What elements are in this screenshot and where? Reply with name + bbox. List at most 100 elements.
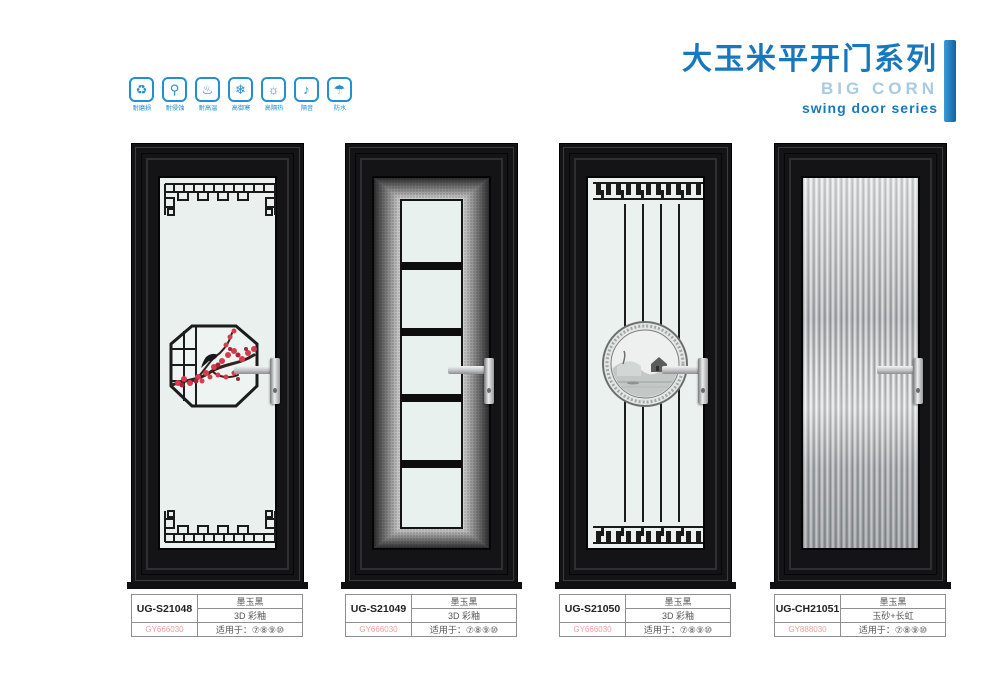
- plum-blossom-octagon-art: [169, 324, 259, 408]
- spec-table-ug-s21050: UG-S21050 墨玉黑 3D 彩釉 GY666030 适用于：⑦⑧⑨⑩: [559, 594, 731, 637]
- feature-label: 耐高温: [198, 104, 217, 112]
- door-handle: [660, 358, 708, 404]
- door1-glass-panel: [158, 176, 277, 550]
- color-name: 墨玉黑: [197, 594, 303, 609]
- color-code: GY666030: [559, 622, 626, 637]
- feature-label: 高隔热: [264, 104, 283, 112]
- feature-label: 耐磨损: [132, 104, 151, 112]
- handle-plate: [484, 358, 494, 404]
- door-ug-s21050: [555, 143, 736, 589]
- round-landscape-medallion: [602, 321, 688, 407]
- glass-type: 3D 彩釉: [625, 608, 731, 623]
- door2-glass-panel: [372, 176, 491, 550]
- frame-molding: [355, 153, 508, 575]
- handle-lever: [877, 366, 915, 374]
- magnifier-icon: ⚲: [162, 77, 187, 102]
- feature-wear-resistant: ♻ 耐磨损: [129, 77, 154, 115]
- door-ug-ch21051: [770, 143, 951, 589]
- spec-table-ug-s21049: UG-S21049 墨玉黑 3D 彩釉 GY666030 适用于：⑦⑧⑨⑩: [345, 594, 517, 637]
- mesh-border-panes-art: [374, 178, 489, 548]
- door-sill: [770, 582, 951, 589]
- color-code: GY666030: [131, 622, 198, 637]
- frame-molding: [563, 147, 728, 581]
- spec-table-ug-ch21051: UG-CH21051 墨玉黑 玉砂+长虹 GY888030 适用于：⑦⑧⑨⑩: [774, 594, 946, 637]
- series-title-en: BIG CORN: [821, 78, 938, 98]
- color-name: 墨玉黑: [840, 594, 946, 609]
- flame-icon: ♨: [195, 77, 220, 102]
- snowflake-icon: ❄: [228, 77, 253, 102]
- bird-silhouette: [201, 353, 218, 368]
- brand-accent-bar: [944, 40, 956, 122]
- frame-molding: [778, 147, 943, 581]
- door-ug-s21048: [127, 143, 308, 589]
- door-handle: [446, 358, 494, 404]
- sound-icon: ♪: [294, 77, 319, 102]
- frame-molding: [574, 158, 717, 570]
- model-number: UG-S21049: [345, 594, 412, 623]
- door-sill: [555, 582, 736, 589]
- feature-soundproof: ♪ 隔音: [294, 77, 319, 115]
- applicable-series: 适用于：⑦⑧⑨⑩: [411, 622, 517, 637]
- frame-molding: [569, 153, 722, 575]
- frame-molding: [789, 158, 932, 570]
- feature-corrosion-resistant: ⚲ 耐侵蚀: [162, 77, 187, 115]
- applicable-series: 适用于：⑦⑧⑨⑩: [197, 622, 303, 637]
- feature-waterproof: ☂ 防水: [327, 77, 352, 115]
- keyhole: [273, 388, 277, 393]
- recycle-icon: ♻: [129, 77, 154, 102]
- color-code: GY888030: [774, 622, 841, 637]
- glass-reflection: [803, 178, 918, 548]
- handle-lever: [662, 366, 700, 374]
- door-handle: [232, 358, 280, 404]
- glass-type: 3D 彩釉: [411, 608, 517, 623]
- color-code: GY666030: [345, 622, 412, 637]
- glass-type: 玉砂+长虹: [840, 608, 946, 623]
- model-number: UG-S21048: [131, 594, 198, 623]
- frame-molding: [349, 147, 514, 581]
- door-sill: [341, 582, 522, 589]
- frame-molding: [360, 158, 503, 570]
- frame-molding: [784, 153, 937, 575]
- umbrella-icon: ☂: [327, 77, 352, 102]
- feature-label: 高御寒: [231, 104, 250, 112]
- handle-plate: [913, 358, 923, 404]
- door3-glass-panel: [586, 176, 705, 550]
- handle-plate: [698, 358, 708, 404]
- model-number: UG-CH21051: [774, 594, 841, 623]
- handle-plate: [270, 358, 280, 404]
- feature-cold-proof: ❄ 高御寒: [228, 77, 253, 115]
- handle-lever: [448, 366, 486, 374]
- feature-high-temp: ♨ 耐高温: [195, 77, 220, 115]
- frame-molding: [141, 153, 294, 575]
- frame-molding: [135, 147, 300, 581]
- keyhole: [916, 388, 920, 393]
- door4-fluted-glass-panel: [801, 176, 920, 550]
- brand-block: 大玉米平开门系列 BIG CORN swing door series: [682, 44, 938, 116]
- feature-heat-insulation: ☼ 高隔热: [261, 77, 286, 115]
- lattice-ornament-top: [164, 183, 276, 216]
- door-ug-s21049: [341, 143, 522, 589]
- applicable-series: 适用于：⑦⑧⑨⑩: [840, 622, 946, 637]
- feature-icon-row: ♻ 耐磨损 ⚲ 耐侵蚀 ♨ 耐高温 ❄ 高御寒 ☼ 高隔热 ♪ 隔音 ☂ 防水: [129, 77, 352, 115]
- lattice-band-bottom: [593, 526, 703, 544]
- feature-label: 防水: [333, 104, 346, 112]
- sun-icon: ☼: [261, 77, 286, 102]
- spec-table-ug-s21048: UG-S21048 墨玉黑 3D 彩釉 GY666030 适用于：⑦⑧⑨⑩: [131, 594, 303, 637]
- lattice-ornament-bottom: [164, 510, 276, 543]
- door-handle: [875, 358, 923, 404]
- series-title-cn: 大玉米平开门系列: [682, 43, 938, 76]
- door-sill: [127, 582, 308, 589]
- keyhole: [701, 388, 705, 393]
- series-subtitle-en: swing door series: [801, 99, 938, 116]
- handle-lever: [234, 366, 272, 374]
- feature-label: 隔音: [300, 104, 313, 112]
- keyhole: [487, 388, 491, 393]
- color-name: 墨玉黑: [625, 594, 731, 609]
- applicable-series: 适用于：⑦⑧⑨⑩: [625, 622, 731, 637]
- model-number: UG-S21050: [559, 594, 626, 623]
- feature-label: 耐侵蚀: [165, 104, 184, 112]
- frame-molding: [146, 158, 289, 570]
- color-name: 墨玉黑: [411, 594, 517, 609]
- lattice-band-top: [593, 182, 703, 200]
- glass-type: 3D 彩釉: [197, 608, 303, 623]
